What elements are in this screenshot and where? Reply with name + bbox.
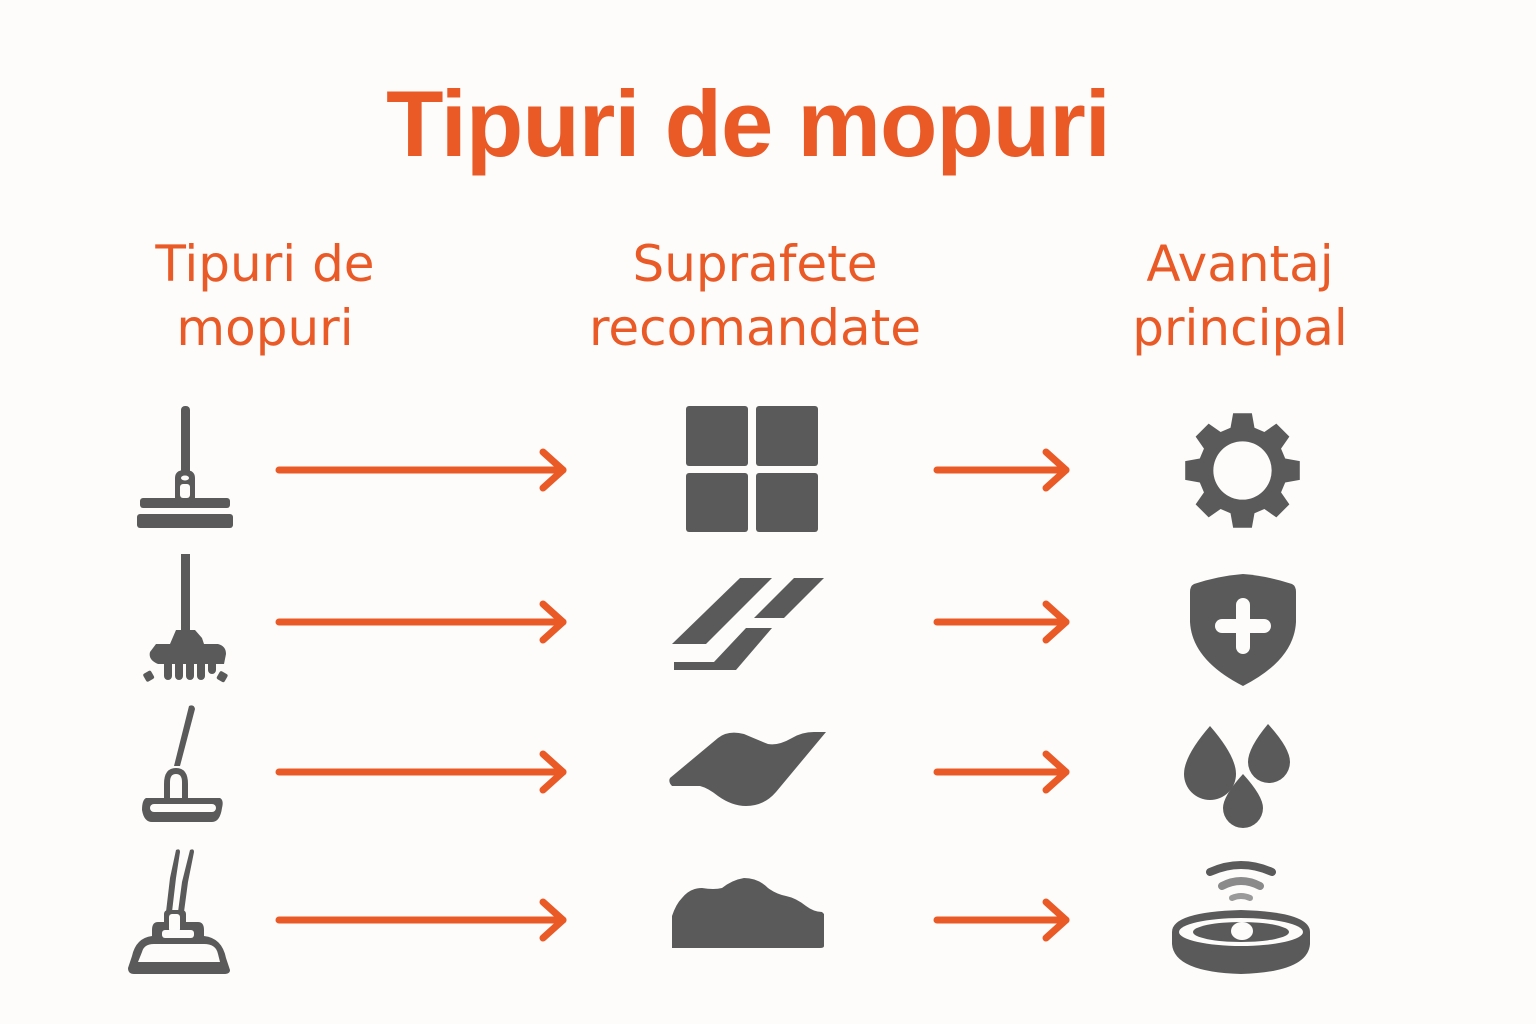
arrow-right-icon [933,600,1073,644]
column-header-benefit: Avantaj principal [1090,232,1390,360]
page-title: Tipuri de mopuri [386,71,1111,176]
flat-mop-icon [135,402,235,532]
column-header-line: recomandate [588,299,922,357]
wavy-surface-icon [668,730,828,808]
column-header-surfaces: Suprafete recomandate [550,232,960,360]
column-header-line: principal [1132,299,1348,357]
column-header-line: Avantaj [1146,235,1334,293]
arrow-right-icon [275,600,570,644]
spray-mop-icon [126,848,230,976]
laminate-floor-icon [668,578,826,672]
arrow-right-icon [275,750,570,794]
microfiber-mop-icon [140,704,226,826]
arrow-right-icon [933,750,1073,794]
column-header-line: mopuri [176,299,354,357]
robot-vacuum-icon [1168,856,1314,976]
arrow-right-icon [275,448,570,492]
arrow-right-icon [933,448,1073,492]
shield-plus-icon [1188,572,1298,688]
arrow-right-icon [933,898,1073,942]
water-drops-icon [1184,722,1294,828]
tile-floor-icon [683,404,821,534]
column-header-line: Suprafete [632,235,878,293]
string-mop-icon [138,552,234,684]
gear-icon [1180,408,1305,533]
column-header-mop-types: Tipuri de mopuri [110,232,420,360]
arrow-right-icon [275,898,570,942]
column-header-line: Tipuri de [155,235,375,293]
uneven-surface-icon [668,876,828,950]
